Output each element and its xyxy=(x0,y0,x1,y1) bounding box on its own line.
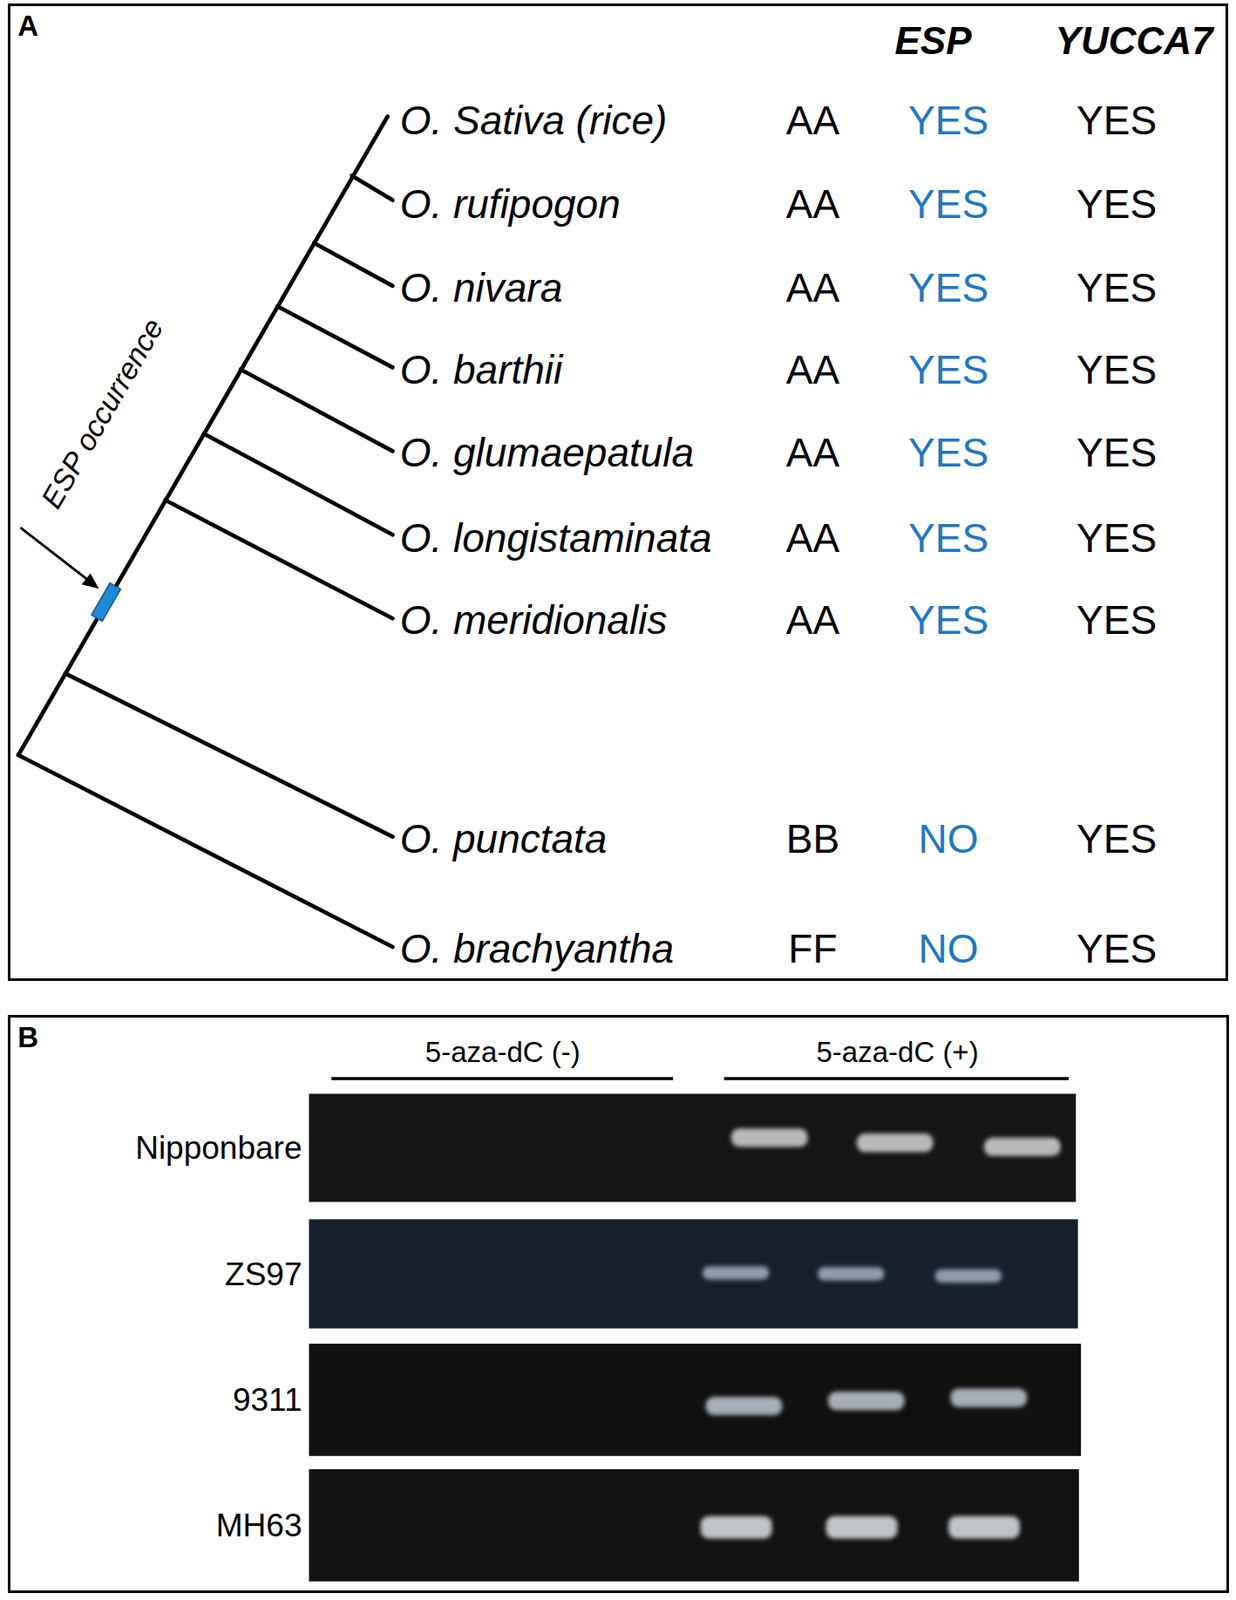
species-name: O. meridionalis xyxy=(400,599,668,640)
cultivar-name: 9311 xyxy=(232,1383,303,1416)
table-cell: YES xyxy=(1076,599,1157,640)
tree-branch xyxy=(277,305,393,367)
genome-type: AA xyxy=(786,267,840,308)
table-cell: YES xyxy=(908,267,989,308)
table-cell: YES xyxy=(1076,818,1157,859)
tree-trunk xyxy=(18,116,388,755)
gel-images xyxy=(309,1093,1082,1581)
panel-label: A xyxy=(17,11,39,41)
phylogenetic-tree xyxy=(18,116,393,947)
tree-branch xyxy=(313,243,393,286)
table-cell: YES xyxy=(908,183,989,225)
arrow-head xyxy=(81,572,100,589)
treatment-label: 5-aza-dC (-) xyxy=(425,1037,581,1067)
species-name: O. longistaminata xyxy=(400,517,713,558)
gel-band xyxy=(702,1265,769,1279)
gel-strip xyxy=(309,1218,1079,1328)
gel-band xyxy=(935,1269,1002,1283)
annotation: ESP occurrence xyxy=(35,312,169,513)
table-cell: YES xyxy=(908,100,989,141)
cultivar-name: MH63 xyxy=(216,1508,303,1542)
gel-band xyxy=(700,1515,773,1539)
species-name: O. rufipogon xyxy=(400,183,621,225)
table-cell: YES xyxy=(1076,267,1157,308)
gel-band xyxy=(856,1133,934,1152)
genome-type: AA xyxy=(786,432,840,473)
table-cell: YES xyxy=(1076,517,1157,558)
cultivar-name: Nipponbare xyxy=(135,1131,302,1164)
tree-branch xyxy=(165,500,394,619)
table-cell: YES xyxy=(908,517,989,558)
gel-image: 9311 xyxy=(308,1343,1081,1456)
table-cell: NO xyxy=(918,928,979,969)
table-cell: YES xyxy=(1076,432,1157,473)
treatment-label: 5-aza-dC (+) xyxy=(815,1037,978,1067)
tree-branch xyxy=(18,754,393,947)
genome-type: FF xyxy=(787,928,837,969)
table-cell: YES xyxy=(1076,928,1157,969)
gel-band xyxy=(950,1388,1027,1407)
figure-panel: A xyxy=(7,3,1228,982)
genome-type: AA xyxy=(786,349,840,390)
tree-branch xyxy=(352,175,394,200)
gel-band xyxy=(817,1266,884,1280)
gel-bands xyxy=(700,1127,1061,1538)
figure-panel: B NipponbareZS97 9311MH63 xyxy=(7,1014,1229,1593)
species-name: O. brachyantha xyxy=(400,928,675,969)
genome-type: AA xyxy=(786,100,840,141)
column-header: ESP xyxy=(894,21,972,61)
gel-band xyxy=(706,1396,783,1415)
gel-image: Nipponbare xyxy=(308,1093,1076,1202)
group-bar xyxy=(331,1076,673,1080)
species-name: O. glumaepatula xyxy=(400,432,695,473)
group-bar xyxy=(724,1076,1069,1080)
gel-image: ZS97 xyxy=(308,1218,1078,1328)
genome-type: AA xyxy=(786,599,840,640)
tree-branch xyxy=(65,672,394,836)
column-header: YUCCA7 xyxy=(1055,21,1214,61)
gel-band xyxy=(731,1127,809,1147)
table-cell: YES xyxy=(908,599,989,640)
gel-strip xyxy=(309,1343,1082,1456)
gel-strip xyxy=(309,1468,1080,1582)
genome-type: BB xyxy=(786,818,840,859)
gel-band xyxy=(826,1515,898,1539)
tree-branch xyxy=(240,369,393,452)
species-name: O. barthii xyxy=(400,349,564,390)
tree-branch xyxy=(203,433,393,535)
gel-band xyxy=(948,1515,1020,1539)
table-cell: YES xyxy=(908,432,989,473)
table-cell: YES xyxy=(1076,183,1157,225)
gel-strip xyxy=(309,1093,1077,1202)
gel-image: MH63 xyxy=(308,1468,1079,1582)
genome-type: AA xyxy=(786,183,840,225)
table-cell: NO xyxy=(918,818,979,859)
genome-type: AA xyxy=(786,517,840,558)
pointer-arrow xyxy=(20,527,88,580)
table-cell: YES xyxy=(908,349,989,390)
table-cell: YES xyxy=(1076,349,1157,390)
species-name: O. punctata xyxy=(400,818,608,859)
gel-band xyxy=(828,1391,905,1410)
species-name: O. Sativa (rice) xyxy=(400,100,668,141)
esp-marker xyxy=(91,583,121,621)
species-name: O. nivara xyxy=(400,267,564,308)
cultivar-name: ZS97 xyxy=(224,1256,302,1290)
table-cell: YES xyxy=(1076,100,1157,141)
panel-label: B xyxy=(17,1022,39,1052)
gel-band xyxy=(984,1137,1061,1156)
